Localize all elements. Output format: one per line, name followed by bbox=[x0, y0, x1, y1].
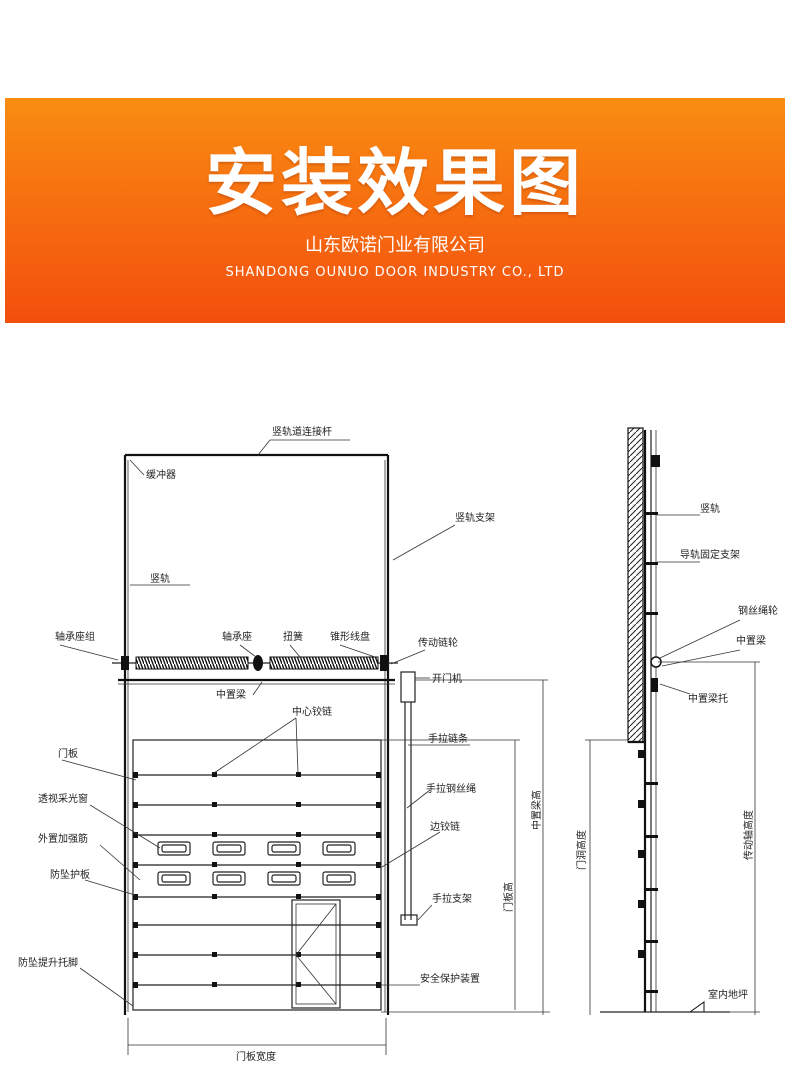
side-label-track-fixing-bracket: 导轨固定支架 bbox=[680, 548, 740, 561]
label-buffer: 缓冲器 bbox=[146, 468, 176, 481]
top-bracket bbox=[651, 455, 660, 467]
front-leader-lines bbox=[59, 439, 470, 1007]
middle-beam-bracket bbox=[651, 678, 658, 692]
label-drive-sprocket: 传动链轮 bbox=[418, 636, 458, 649]
label-vertical-track: 竖轨 bbox=[150, 572, 170, 585]
hinge-marks bbox=[133, 772, 381, 988]
pass-door bbox=[291, 899, 341, 1009]
label-door-panel-height: 门板高 bbox=[502, 882, 515, 912]
side-leader-lines bbox=[657, 514, 741, 695]
floor-marker bbox=[688, 1001, 705, 1013]
left-torsion-spring bbox=[135, 656, 249, 670]
door-opener bbox=[400, 671, 416, 703]
label-bearing-seat-group: 轴承座组 bbox=[55, 630, 95, 643]
bearing-seat-left bbox=[121, 656, 129, 670]
label-middle-beam-height: 中置梁高 bbox=[530, 790, 543, 830]
side-label-indoor-floor: 室内地坪 bbox=[708, 988, 748, 1001]
banner-title: 安装效果图 bbox=[204, 141, 585, 225]
side-view: 竖轨 导轨固定支架 钢丝绳轮 中置梁 中置梁托 门洞高度 传动轴高度 室内地坪 bbox=[575, 427, 778, 1015]
label-side-hinge: 边铰链 bbox=[430, 820, 460, 833]
label-window: 透视采光窗 bbox=[38, 792, 88, 805]
label-bearing-seat: 轴承座 bbox=[222, 630, 252, 643]
front-dimension-lines bbox=[127, 679, 550, 1055]
label-hand-wire-rope: 手拉钢丝绳 bbox=[426, 782, 476, 795]
label-door-panel-width: 门板宽度 bbox=[236, 1050, 276, 1063]
label-torsion-spring: 扭簧 bbox=[283, 630, 303, 643]
company-name-cn: 山东欧诺门业有限公司 bbox=[305, 235, 485, 256]
side-label-opening-height: 门洞高度 bbox=[575, 830, 588, 870]
door-panel bbox=[132, 739, 382, 1011]
side-label-middle-beam: 中置梁 bbox=[736, 634, 766, 647]
side-label-vertical-track: 竖轨 bbox=[700, 502, 720, 515]
label-middle-beam: 中置梁 bbox=[216, 688, 246, 701]
label-door-panel: 门板 bbox=[58, 747, 78, 760]
bearing-seat-mid bbox=[253, 655, 263, 671]
front-view: 竖轨道连接杆 缓冲器 竖轨支架 竖轨 轴承座组 轴承座 扭簧 锥形线盘 传动链轮… bbox=[18, 425, 550, 1063]
label-reinforcement: 外置加强筋 bbox=[38, 832, 88, 845]
header-banner: 安装效果图 山东欧诺门业有限公司 SHANDONG OUNUO DOOR IND… bbox=[5, 98, 785, 323]
hand-pull-bracket bbox=[400, 914, 418, 926]
panel-section-lines bbox=[133, 774, 381, 986]
label-anti-fall-plate: 防坠护板 bbox=[50, 868, 90, 881]
side-label-wire-rope-wheel: 钢丝绳轮 bbox=[738, 604, 778, 617]
label-door-opener: 开门机 bbox=[432, 672, 462, 685]
side-label-drive-shaft-height: 传动轴高度 bbox=[742, 810, 755, 860]
label-anti-fall-lift-foot: 防坠提升托脚 bbox=[18, 956, 78, 969]
label-vertical-track-bracket: 竖轨支架 bbox=[455, 511, 495, 524]
label-vertical-track-connector: 竖轨道连接杆 bbox=[272, 425, 332, 438]
label-center-hinge: 中心铰链 bbox=[292, 705, 332, 718]
label-cone-drum: 锥形线盘 bbox=[330, 630, 370, 643]
wall-lintel bbox=[627, 427, 644, 743]
company-name-en: SHANDONG OUNUO DOOR INDUSTRY CO., LTD bbox=[225, 265, 565, 280]
label-safety-device: 安全保护装置 bbox=[420, 972, 480, 985]
light-windows bbox=[157, 841, 356, 886]
side-label-middle-beam-bracket: 中置梁托 bbox=[688, 692, 728, 705]
label-hand-pull-bracket: 手拉支架 bbox=[432, 892, 472, 905]
side-panel-marks bbox=[638, 750, 644, 958]
track-fixing-brackets bbox=[646, 512, 658, 993]
label-hand-chain: 手拉链条 bbox=[428, 732, 468, 745]
side-dimension-lines bbox=[585, 661, 760, 1015]
right-torsion-spring bbox=[269, 656, 379, 670]
drive-sprocket-mark bbox=[380, 655, 388, 671]
